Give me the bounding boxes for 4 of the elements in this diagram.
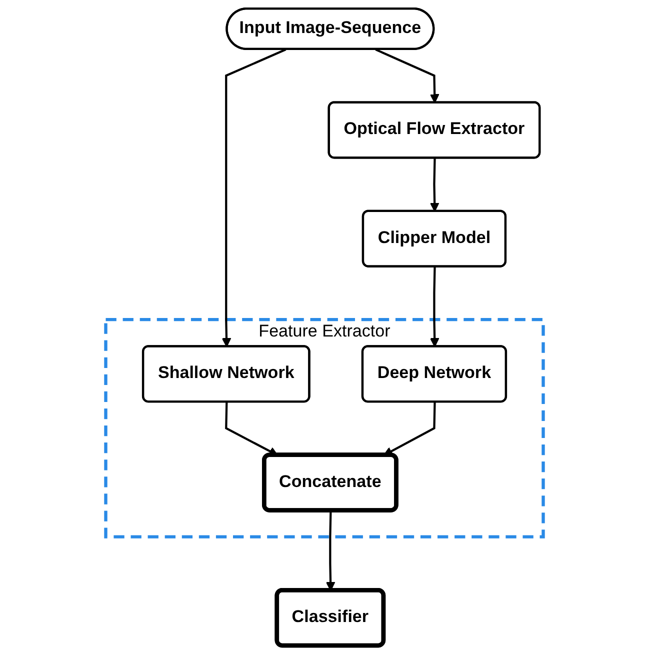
arrow (430, 158, 440, 212)
arrow (430, 266, 440, 348)
arrow (222, 48, 286, 348)
arrow (375, 48, 440, 104)
